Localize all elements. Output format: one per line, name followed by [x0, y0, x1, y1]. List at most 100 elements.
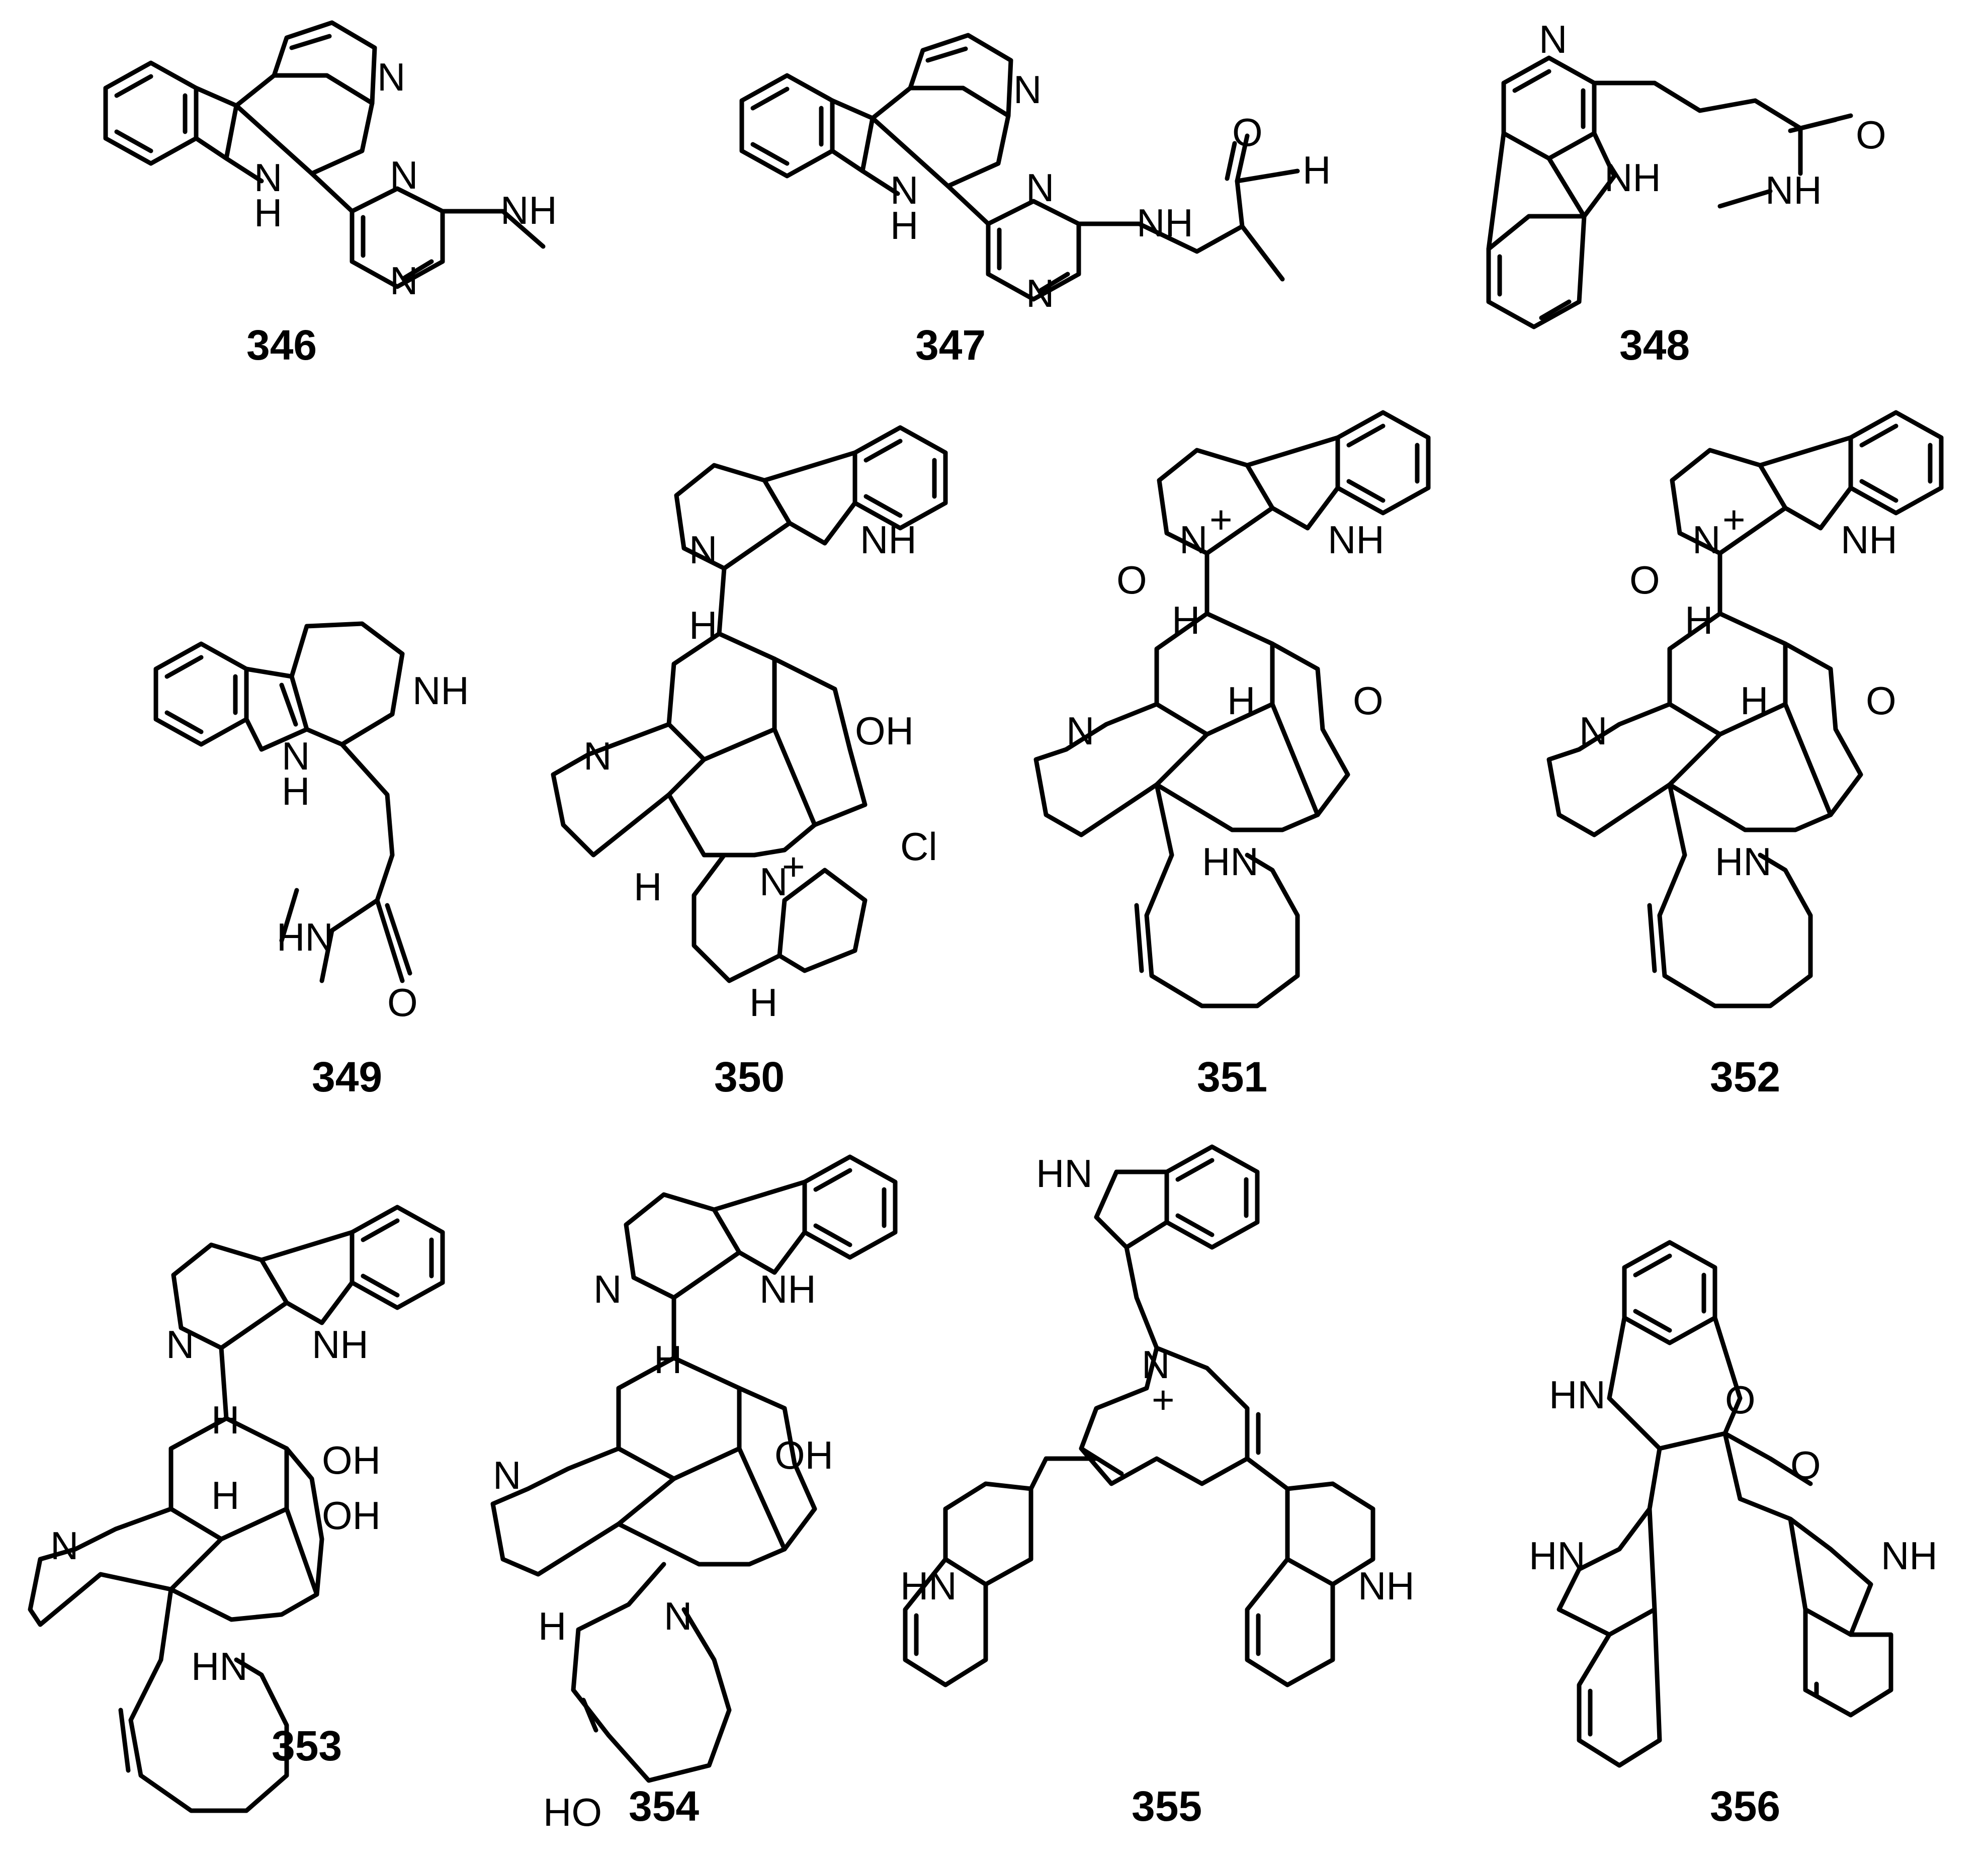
- atom-347-3: NH: [1137, 201, 1193, 245]
- compound-label-353: 353: [272, 1722, 342, 1769]
- atom-348-0: N: [1539, 17, 1567, 61]
- atom-355-2: +: [1152, 1378, 1175, 1422]
- atom-347-7: N: [890, 168, 918, 212]
- atom-355-0: HN: [1036, 1151, 1093, 1196]
- atom-346-1: N: [390, 153, 418, 197]
- atom-355-3: HN: [900, 1564, 957, 1608]
- compound-label-351: 351: [1197, 1053, 1267, 1100]
- atom-353-3: OH: [322, 1438, 381, 1482]
- atom-356-2: O: [1790, 1443, 1821, 1487]
- atom-347-0: N: [1013, 67, 1042, 112]
- atom-351-3: NH: [1328, 518, 1385, 562]
- atom-354-6: N: [664, 1594, 692, 1638]
- compound-label-350: 350: [714, 1053, 785, 1100]
- atom-351-5: N: [1066, 709, 1094, 753]
- atom-354-4: OH: [774, 1433, 833, 1477]
- compound-356: HN O O HN NH 356: [1529, 1240, 1938, 1830]
- atom-354-3: N: [493, 1453, 521, 1497]
- compound-349: NH H N HN O 349: [153, 621, 469, 1100]
- atom-346-3: NH: [500, 188, 557, 232]
- atom-352-2: +: [1722, 497, 1746, 542]
- atom-350-1: NH: [860, 518, 917, 562]
- atom-356-4: NH: [1881, 1534, 1938, 1578]
- atom-351-2: +: [1209, 497, 1233, 542]
- atom-347-5: H: [1303, 148, 1331, 192]
- atom-351-0: N: [1179, 518, 1207, 562]
- atom-354-1: NH: [759, 1267, 816, 1311]
- atom-352-6: H: [1740, 678, 1768, 723]
- atom-355-4: NH: [1358, 1564, 1415, 1608]
- compound-label-352: 352: [1710, 1053, 1780, 1100]
- atom-352-7: O: [1866, 678, 1896, 723]
- atom-353-7: HN: [191, 1644, 248, 1688]
- compound-label-347: 347: [915, 321, 986, 369]
- atom-349-2: N: [282, 734, 310, 778]
- atom-356-3: HN: [1529, 1534, 1586, 1578]
- atom-348-1: NH: [1604, 155, 1661, 200]
- atom-350-8: +: [782, 844, 805, 889]
- atom-347-1: N: [1026, 165, 1054, 210]
- compound-label-354: 354: [629, 1783, 699, 1830]
- atom-351-6: H: [1227, 678, 1255, 723]
- atom-351-1: O: [1116, 558, 1147, 602]
- atom-356-1: O: [1725, 1378, 1756, 1422]
- atom-350-7: N: [759, 860, 788, 904]
- compound-346: N N N NH H N 346: [103, 20, 557, 369]
- atom-349-0: NH: [412, 668, 469, 713]
- compound-label-346: 346: [246, 321, 317, 369]
- compound-352: N O + NH H N H O HN 352: [1546, 410, 1944, 1100]
- atom-350-3: N: [583, 734, 612, 778]
- atom-354-2: H: [654, 1337, 682, 1382]
- compound-354: N NH H N OH H N HO 354: [490, 1154, 898, 1834]
- atom-350-2: H: [689, 603, 717, 647]
- atom-353-2: H: [211, 1398, 239, 1442]
- atom-349-1: H: [282, 769, 310, 813]
- compound-350: N NH H N OH Cl H N + H 350: [551, 425, 948, 1100]
- compound-label-348: 348: [1619, 321, 1690, 369]
- atom-346-5: N: [254, 155, 282, 200]
- compound-label-349: 349: [312, 1053, 382, 1100]
- atom-354-7: HO: [543, 1790, 602, 1834]
- compound-347: N N N NH O H H N 347: [739, 33, 1331, 369]
- atom-350-6: H: [634, 865, 662, 909]
- atom-346-2: N: [390, 259, 418, 303]
- atom-352-3: NH: [1841, 518, 1897, 562]
- atom-349-3: HN: [277, 915, 333, 959]
- compound-351: N O + NH H N H O HN 351: [1033, 410, 1431, 1100]
- atom-349-4: O: [387, 980, 418, 1025]
- atom-355-1: N: [1142, 1342, 1170, 1387]
- atom-350-9: H: [749, 980, 777, 1025]
- atom-353-6: N: [50, 1523, 78, 1568]
- atom-347-4: O: [1232, 110, 1263, 154]
- compound-348: N NH O NH 348: [1486, 17, 1886, 369]
- atom-353-4: H: [211, 1473, 239, 1517]
- atom-351-8: HN: [1202, 839, 1259, 884]
- atom-351-4: H: [1172, 598, 1200, 642]
- atom-347-2: N: [1026, 271, 1054, 315]
- atom-348-3: NH: [1765, 168, 1822, 212]
- atom-351-7: O: [1353, 678, 1384, 723]
- compound-355: HN N + HN NH 355: [900, 1144, 1415, 1830]
- compound-353: N NH H OH H OH N HN 353: [28, 1205, 445, 1813]
- atom-353-1: NH: [312, 1322, 369, 1367]
- atom-352-8: HN: [1715, 839, 1772, 884]
- atom-353-0: N: [166, 1322, 194, 1367]
- atom-350-4: OH: [855, 709, 914, 753]
- atom-354-0: N: [593, 1267, 622, 1311]
- atom-346-4: H: [254, 191, 282, 235]
- compound-label-356: 356: [1710, 1783, 1780, 1830]
- compound-label-355: 355: [1132, 1783, 1202, 1830]
- atom-348-2: O: [1856, 113, 1886, 157]
- atom-356-0: HN: [1549, 1373, 1606, 1417]
- atom-353-5: OH: [322, 1493, 381, 1538]
- atom-346-0: N: [377, 55, 405, 99]
- atom-350-0: N: [689, 528, 717, 572]
- atom-352-0: N: [1692, 518, 1720, 562]
- atom-347-6: H: [890, 203, 918, 247]
- atom-350-5: Cl: [900, 824, 937, 869]
- atom-354-5: H: [538, 1604, 566, 1648]
- atom-352-5: N: [1579, 709, 1607, 753]
- atom-352-1: O: [1629, 558, 1660, 602]
